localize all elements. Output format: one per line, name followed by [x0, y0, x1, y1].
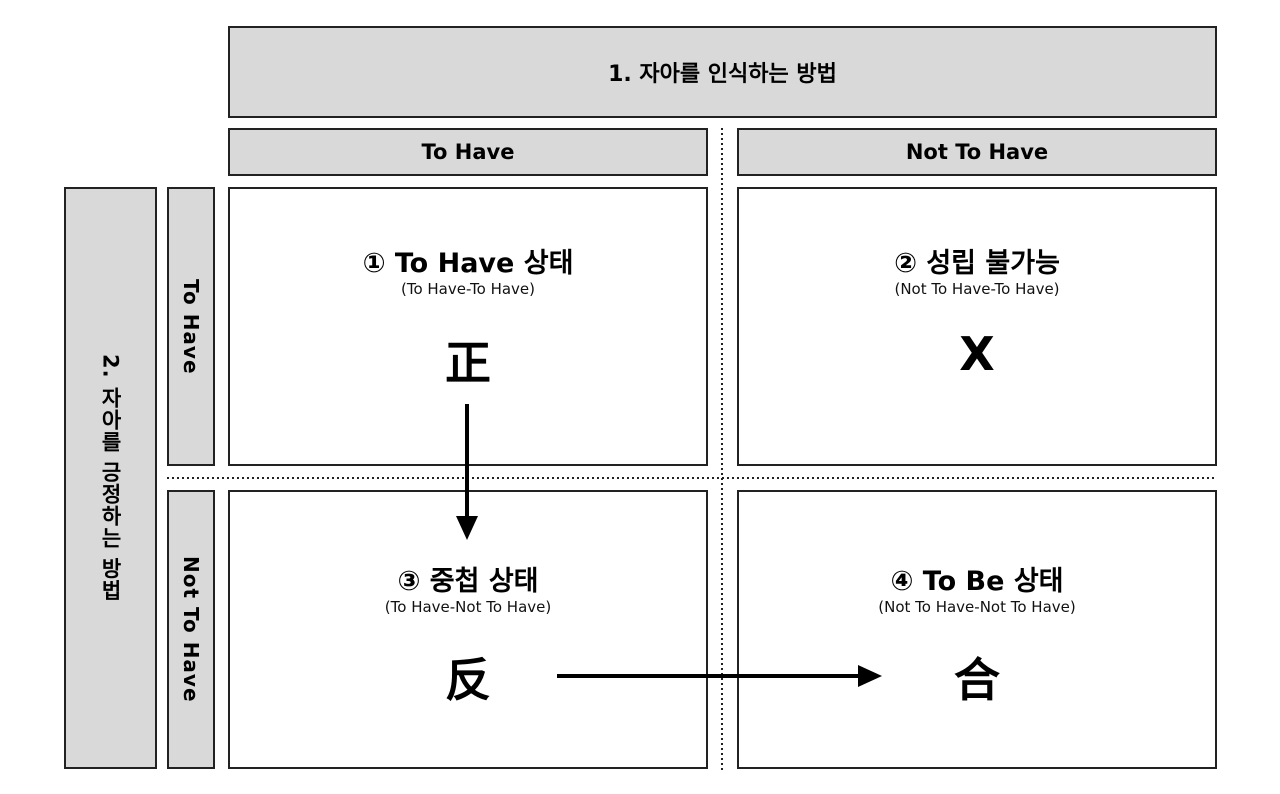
cell-2-title: ② 성립 불가능 — [894, 248, 1060, 279]
row-header-to-have-label: To Have — [179, 278, 203, 375]
cell-4-title: ④ To Be 상태 — [890, 566, 1064, 597]
cell-3-title: ③ 중첩 상태 — [397, 566, 539, 597]
cell-to-be-state: ④ To Be 상태 (Not To Have-Not To Have) 合 — [737, 490, 1217, 769]
row-header-not-to-have-label: Not To Have — [179, 556, 203, 703]
cell-to-have-state: ① To Have 상태 (To Have-To Have) 正 — [228, 187, 708, 466]
cell-1-title: ① To Have 상태 — [362, 248, 574, 279]
column-header-to-have-label: To Have — [421, 140, 515, 164]
side-title-box: 2. 자아를 긍정하는 방법 — [64, 187, 157, 769]
cell-1-subtitle: (To Have-To Have) — [400, 280, 535, 298]
cell-1-symbol: 正 — [445, 336, 491, 390]
header-title-box: 1. 자아를 인식하는 방법 — [228, 26, 1217, 118]
column-header-not-to-have-label: Not To Have — [905, 140, 1049, 164]
cell-2-subtitle: (Not To Have-To Have) — [894, 280, 1060, 298]
cell-superposition-state: ③ 중첩 상태 (To Have-Not To Have) 反 — [228, 490, 708, 769]
cell-2-symbol: X — [959, 327, 995, 381]
side-title: 2. 자아를 긍정하는 방법 — [98, 354, 123, 602]
row-header-to-have: To Have — [167, 187, 215, 466]
cell-3-symbol: 反 — [445, 653, 491, 707]
column-header-not-to-have: Not To Have — [737, 128, 1217, 176]
header-title: 1. 자아를 인식하는 방법 — [608, 62, 837, 87]
cell-3-subtitle: (To Have-Not To Have) — [384, 598, 552, 616]
cell-4-symbol: 合 — [954, 653, 1000, 707]
row-header-not-to-have: Not To Have — [167, 490, 215, 769]
cell-impossible: ② 성립 불가능 (Not To Have-To Have) X — [737, 187, 1217, 466]
column-header-to-have: To Have — [228, 128, 708, 176]
cell-4-subtitle: (Not To Have-Not To Have) — [878, 598, 1076, 616]
